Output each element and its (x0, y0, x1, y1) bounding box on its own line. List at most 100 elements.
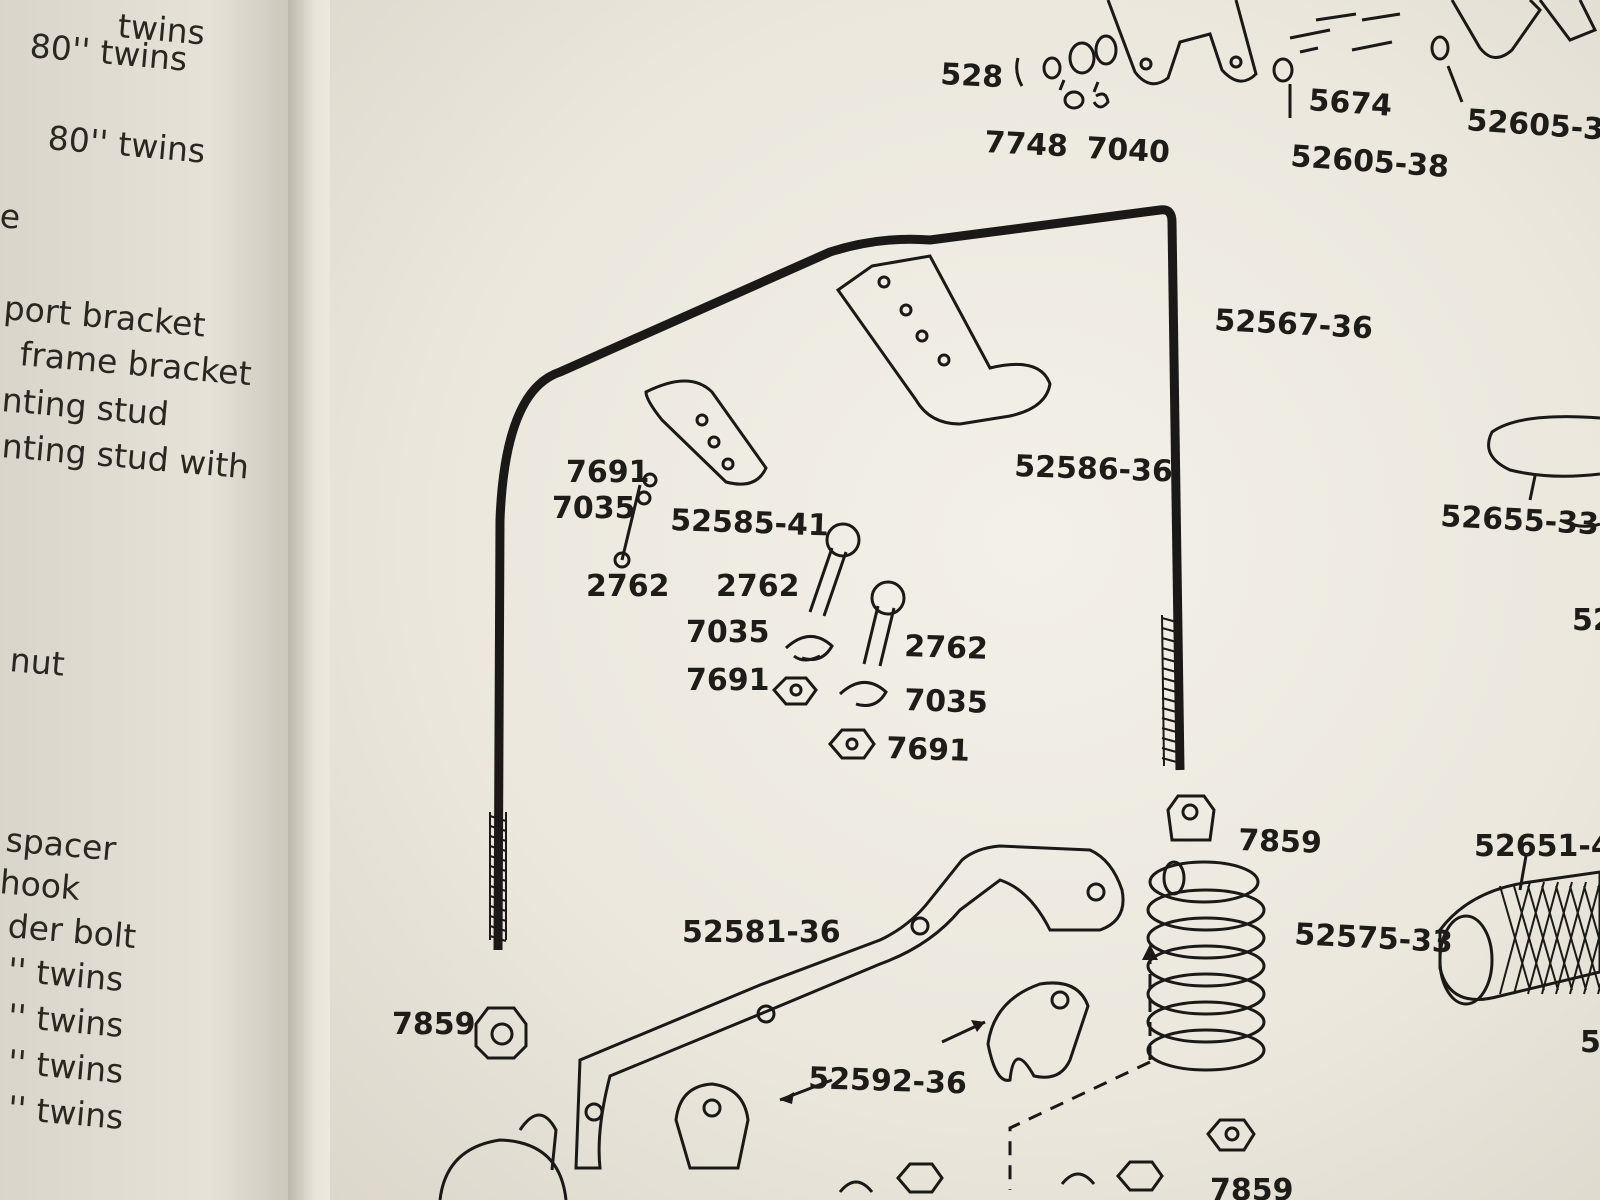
hole-icon (584, 1102, 604, 1122)
left-page: twins 80'' twins 80'' twins e port brack… (0, 0, 300, 1200)
part-label: 7748 (984, 125, 1069, 164)
coil-spring (1146, 860, 1266, 1072)
spring-coil (1146, 944, 1266, 988)
nut-icon (1272, 57, 1294, 83)
handle-grip (1438, 870, 1600, 1001)
rod-thread-left-ticks (489, 815, 507, 942)
part-label: 7035 (552, 491, 636, 526)
part-labels: 528 7748 7040 5674 52605-38 52605-38 525… (392, 57, 1600, 1200)
part-label: 52605-38 (1465, 103, 1600, 149)
hex-nut-icon (771, 676, 818, 706)
hole-icon (756, 1004, 776, 1024)
part-label: 52585-41 (670, 503, 830, 544)
bolt-head-icon (613, 551, 631, 569)
hole-icon (695, 413, 709, 427)
hole-icon (915, 329, 929, 343)
part-label: 7035 (904, 683, 989, 721)
part-label: 52655-33 (1440, 499, 1600, 542)
part-label: 52581-36 (682, 915, 841, 950)
clamp-bracket (835, 254, 1052, 426)
small-bracket (644, 379, 768, 486)
part-label: 7691 (566, 455, 650, 490)
hex-nut-icon (1116, 1160, 1164, 1192)
acorn-nut-icon (474, 1006, 528, 1060)
support-rod (493, 205, 1185, 951)
hex-nut-icon (896, 1162, 944, 1194)
part-label: 52586-36 (1014, 449, 1174, 490)
part-label: 528 (940, 57, 1004, 95)
washer-icon (1094, 34, 1118, 66)
bolt-head-icon (825, 522, 861, 558)
part-label: 52651-41 (1474, 829, 1600, 864)
seat-bracket-edge (1559, 518, 1600, 528)
nut-icon (642, 472, 658, 488)
part-label: 52567-36 (1214, 303, 1374, 346)
nut-hole-icon (1224, 1126, 1240, 1142)
hole-icon (1229, 55, 1243, 69)
grip-knurl (1499, 881, 1600, 995)
hole-icon (702, 1098, 722, 1118)
part-label: 7691 (886, 731, 971, 769)
spring-coil (1146, 1028, 1266, 1072)
arrow-head-icon (780, 1092, 794, 1104)
part-label: 2762 (716, 569, 800, 604)
hole-icon (1139, 57, 1153, 71)
nut-icon (1042, 56, 1062, 80)
leader-line (1058, 65, 1464, 118)
bolt-head-icon (870, 580, 906, 616)
nut-hole-icon (1181, 803, 1199, 821)
bolt-icon (862, 605, 896, 667)
grip-end-icon (1438, 914, 1494, 1006)
hex-nut-icon (828, 728, 876, 760)
link-plate-icon (1538, 0, 1598, 42)
part-label: 52575-33 (1294, 917, 1454, 960)
nut-icon (1063, 90, 1085, 110)
arrow-head-icon (971, 1020, 985, 1032)
clip-bracket-lower (674, 1082, 750, 1170)
rod-thread-right-ticks (1161, 617, 1181, 764)
washer-icon (1068, 41, 1096, 75)
part-label: 52592-36 (808, 1061, 968, 1102)
lock-washer-icon (838, 681, 888, 707)
spring-coil (1146, 888, 1266, 932)
link-plate-icon (1106, 0, 1258, 86)
spring-coil (1146, 1000, 1266, 1044)
part-label: 7859 (1238, 823, 1323, 861)
bolt-group (613, 472, 906, 760)
hole-icon (910, 916, 930, 936)
part-label: 7040 (1086, 131, 1171, 170)
link-plate-icon (1450, 0, 1542, 59)
part-label: 7859 (1210, 1173, 1294, 1200)
part-label: 5 (1580, 1025, 1600, 1060)
arrow-head-icon (1142, 944, 1158, 960)
washer-icon (636, 490, 652, 506)
part-label: 7859 (392, 1007, 476, 1042)
washer-fragment-icon (838, 1180, 874, 1193)
seat-bracket (1487, 415, 1600, 478)
lock-washer-icon (1092, 92, 1110, 109)
hole-icon (1086, 882, 1106, 902)
part-label: 52605-38 (1289, 139, 1450, 185)
dashed-leader (1008, 1060, 1151, 1190)
acorn-nut-icon (1166, 794, 1216, 842)
part-label: 2762 (586, 569, 670, 604)
leader-line (1528, 475, 1537, 501)
screw-set-icon (1289, 12, 1401, 54)
part-label: 52 (1572, 603, 1600, 638)
washer-fragment-icon (1060, 1172, 1096, 1185)
part-label: 7691 (686, 663, 770, 698)
lever-bracket (574, 844, 1125, 1170)
spring-coil (1146, 916, 1266, 960)
hole-icon (1050, 990, 1070, 1010)
part-label: 5674 (1307, 83, 1393, 124)
bolt-icon (808, 547, 848, 617)
hole-icon (937, 353, 951, 367)
nut-hole-icon (789, 683, 803, 697)
nut-hole-icon (845, 737, 859, 751)
hole-icon (877, 275, 891, 289)
hole-icon (899, 303, 913, 317)
right-page (330, 0, 1600, 1200)
cup-fragment-icon (438, 1138, 568, 1200)
top-hardware (1015, 0, 1598, 118)
